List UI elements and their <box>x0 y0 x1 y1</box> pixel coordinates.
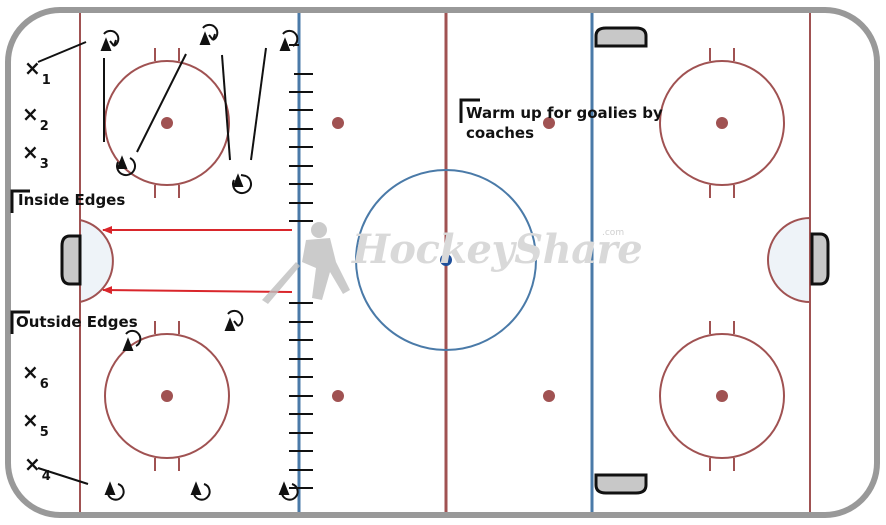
neutral-dot <box>543 390 555 402</box>
skater-marker <box>116 155 137 177</box>
label-bracket-outside <box>10 310 30 334</box>
skater-marker <box>279 29 299 51</box>
skater-marker <box>104 481 125 501</box>
skate-path-line <box>37 467 89 485</box>
label-bracket-inside <box>10 189 30 213</box>
goal-net-bottom <box>594 473 648 495</box>
drill-title-line-1: Warm up for goalies by <box>466 104 663 122</box>
center-dot <box>440 254 452 266</box>
skater-marker <box>232 173 253 195</box>
drill-title-line-2: coaches <box>466 124 534 142</box>
faceoff-circle-bottom-right <box>659 321 785 471</box>
faceoff-dot <box>161 117 173 129</box>
skater-marker <box>100 29 120 51</box>
outside-edges-label: Outside Edges <box>16 313 138 331</box>
skate-path-line <box>250 47 267 161</box>
neutral-dot <box>332 117 344 129</box>
neutral-dot <box>543 117 555 129</box>
faceoff-circle-bottom-left <box>104 321 230 471</box>
skater-marker <box>190 481 211 501</box>
skate-path-line <box>136 53 187 153</box>
drill-title: Warm up for goalies by coaches <box>466 103 663 143</box>
skater-marker <box>199 23 219 45</box>
goal-net-right <box>810 232 830 286</box>
goal-net-left <box>60 234 82 286</box>
goal-net-top <box>594 26 648 48</box>
player-marker-2: ×2 <box>22 102 49 134</box>
player-marker-1: ×1 <box>24 56 51 88</box>
crease-right <box>767 216 811 304</box>
crease-left <box>79 218 114 304</box>
skater-marker <box>122 329 142 351</box>
faceoff-circle-top-right <box>659 48 785 198</box>
skater-markers <box>100 23 299 501</box>
outside-edges-arrow <box>102 286 293 295</box>
skate-path-line <box>221 54 231 161</box>
faceoff-dot <box>161 390 173 402</box>
skater-marker <box>278 481 299 501</box>
inside-edges-label: Inside Edges <box>18 191 126 209</box>
watermark-logo-icon <box>262 222 350 304</box>
skate-path-line <box>37 41 87 63</box>
player-marker-6: ×6 <box>22 360 49 392</box>
label-bracket-title <box>459 98 480 123</box>
player-marker-3: ×3 <box>22 140 49 172</box>
player-marker-5: ×5 <box>22 408 49 440</box>
faceoff-dot <box>716 390 728 402</box>
center-circle <box>355 169 537 351</box>
skater-marker <box>224 309 244 331</box>
player-marker-4: ×4 <box>24 452 51 484</box>
blue-line-ticks <box>289 44 313 489</box>
faceoff-dot <box>716 117 728 129</box>
neutral-dot <box>332 390 344 402</box>
watermark-suffix: .com <box>602 228 625 238</box>
watermark-text: HockeyShare <box>352 226 643 273</box>
